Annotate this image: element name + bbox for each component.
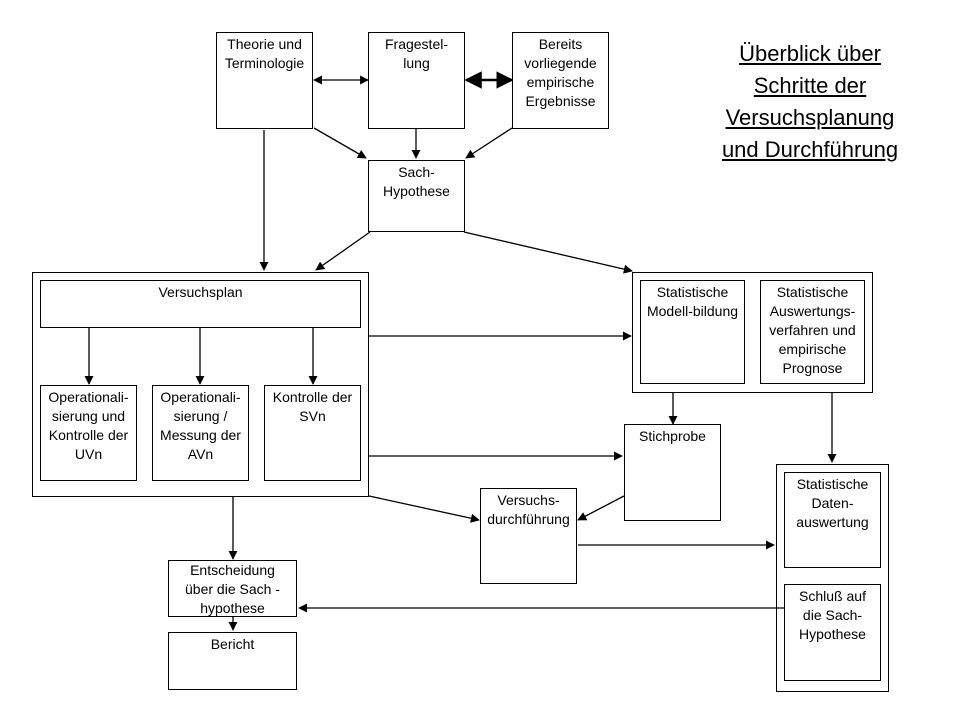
node-kontrolle-svn: Kontrolle der SVn — [264, 385, 361, 481]
node-bereits-label: Bereits vorliegende empirische Ergebniss… — [524, 36, 597, 109]
node-fragestellung-label: Fragestel- lung — [384, 36, 449, 71]
node-datenauswertung-label: Statistische Daten- auswertung — [796, 476, 869, 530]
node-op-avn: Operationali- sierung / Messung der AVn — [152, 385, 249, 481]
node-auswertungsverfahren: Statistische Auswertungs- verfahren und … — [760, 280, 865, 384]
diagram-title: Überblick über Schritte der Versuchsplan… — [721, 41, 899, 162]
arrow-bereits-sachhypothese — [465, 127, 513, 159]
node-schluss: Schluß auf die Sach- Hypothese — [784, 584, 881, 681]
node-versuchsplan: Versuchsplan — [40, 280, 361, 328]
arrow-theorie-sachhypothese — [313, 127, 367, 159]
arrow-stichprobe-durchfuehrung — [577, 495, 625, 521]
versuchsplan-group — [32, 272, 369, 497]
node-op-avn-label: Operationali- sierung / Messung der AVn — [160, 389, 241, 462]
arrow-versuchsplan-durchfuehrung — [368, 495, 480, 523]
node-sachhypothese-label: Sach- Hypothese — [383, 164, 450, 199]
arrow-sachhypothese-versuchsplan — [315, 231, 371, 271]
node-bereits: Bereits vorliegende empirische Ergebniss… — [512, 32, 609, 129]
statistik-group — [632, 272, 873, 393]
node-kontrolle-svn-label: Kontrolle der SVn — [272, 389, 353, 424]
node-bericht: Bericht — [168, 632, 297, 690]
node-bericht-label: Bericht — [210, 636, 255, 652]
node-entscheidung: Entscheidung über die Sach - hypothese — [168, 560, 297, 617]
node-versuchsdurchfuehrung-label: Versuchs- durchführung — [487, 492, 570, 527]
node-schluss-label: Schluß auf die Sach- Hypothese — [799, 588, 866, 642]
node-sachhypothese: Sach- Hypothese — [368, 160, 465, 232]
datenauswertung-group — [776, 464, 889, 692]
node-fragestellung: Fragestel- lung — [368, 32, 465, 129]
node-theorie: Theorie und Terminologie — [216, 32, 313, 129]
node-modellbildung-label: Statistische Modell-bildung — [646, 284, 739, 319]
node-auswertungsverfahren-label: Statistische Auswertungs- verfahren und … — [769, 284, 856, 376]
node-stichprobe-label: Stichprobe — [639, 428, 706, 444]
node-entscheidung-label: Entscheidung über die Sach - hypothese — [185, 562, 280, 616]
node-stichprobe: Stichprobe — [624, 424, 721, 521]
node-datenauswertung: Statistische Daten- auswertung — [784, 472, 881, 568]
node-modellbildung: Statistische Modell-bildung — [640, 280, 745, 384]
node-op-uvn: Operationali- sierung und Kontrolle der … — [40, 385, 137, 481]
node-versuchsplan-label: Versuchsplan — [158, 284, 243, 300]
node-versuchsdurchfuehrung: Versuchs- durchführung — [480, 488, 577, 584]
node-op-uvn-label: Operationali- sierung und Kontrolle der … — [48, 389, 129, 462]
arrow-sachhypothese-statistik — [463, 231, 633, 274]
node-theorie-label: Theorie und Terminologie — [224, 36, 305, 71]
